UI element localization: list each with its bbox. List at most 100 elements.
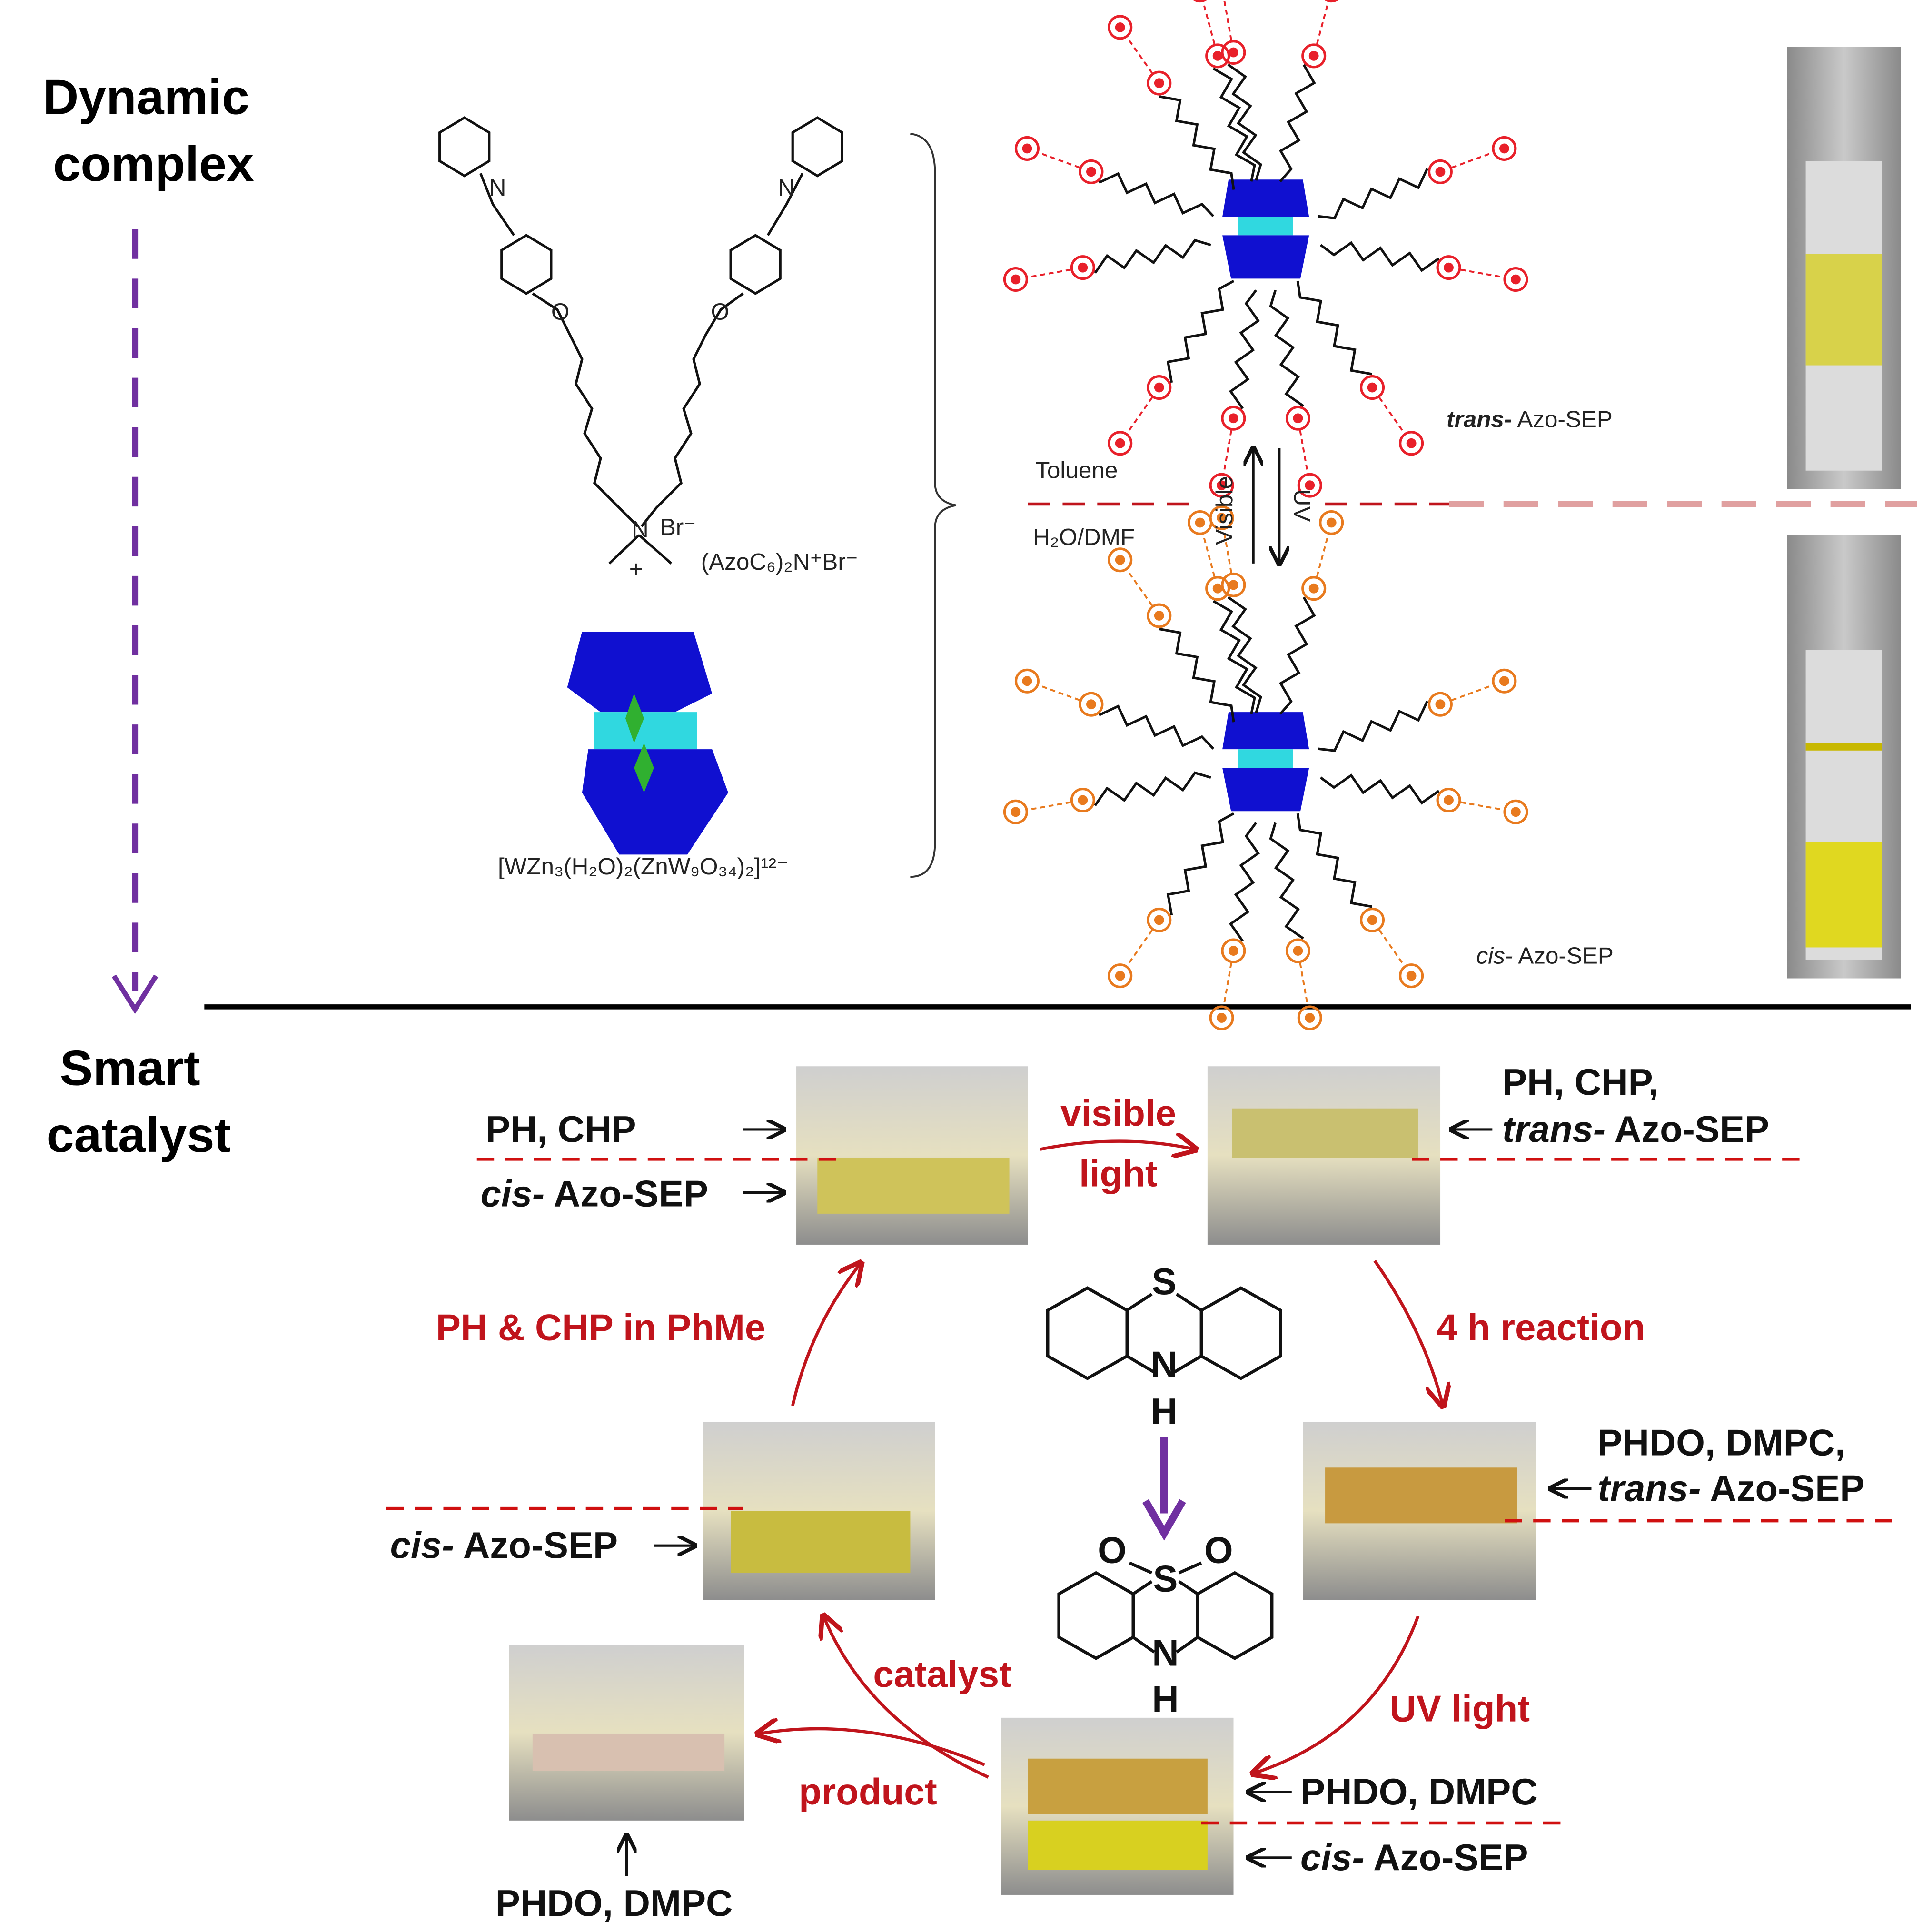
toluene-label: Toluene: [1035, 457, 1118, 483]
atom-o: O: [551, 298, 569, 325]
ring-center: [1022, 143, 1032, 154]
alkyl-chain: [1229, 822, 1260, 942]
alkyl-chain: [1098, 704, 1215, 750]
azo-bond: [1460, 268, 1504, 278]
azobenzene-ring-icon: [1285, 938, 1310, 963]
azo-bond: [1378, 930, 1405, 966]
alkyl-chain: [1318, 700, 1428, 752]
dynamic-complex-label: Dynamic complex: [43, 69, 254, 192]
cis-azo-sep-label: cis- Azo-SEP: [390, 1524, 618, 1566]
azo-bond: [1126, 569, 1153, 606]
azo-bond: [1028, 801, 1071, 811]
atom-n: N: [778, 175, 795, 201]
rest-part: Azo-SEP: [545, 1172, 708, 1214]
pom-core: [1222, 179, 1309, 279]
surfactant-arm: [1209, 289, 1260, 498]
surfactant-arm: [1014, 136, 1215, 218]
atom-o: O: [1098, 1529, 1127, 1571]
trans-azo-sep-label: trans- Azo-SEP: [1597, 1467, 1864, 1509]
italic-part: trans-: [1597, 1467, 1701, 1509]
azobenzene-ring-icon: [1301, 43, 1327, 69]
azobenzene-ring-icon: [1147, 375, 1172, 400]
azobenzene-ring-icon: [1427, 159, 1453, 184]
ring-center: [1444, 262, 1454, 273]
h2o-dmf-label: H₂O/DMF: [1033, 524, 1135, 550]
ring-center: [1078, 795, 1088, 805]
ring-center: [1078, 262, 1088, 273]
azobenzene-ring-icon: [1205, 43, 1230, 69]
ring-center: [1367, 915, 1377, 925]
cuvette-photo-cis: [1787, 535, 1901, 979]
azobenzene-ring-icon: [1070, 787, 1095, 812]
italic-part: cis-: [1476, 942, 1513, 969]
ring-center: [1305, 480, 1315, 491]
cis-micelle: [1003, 505, 1528, 1030]
ring-center: [1228, 413, 1238, 424]
azobenzene-ring-icon: [1221, 406, 1246, 431]
surfactant-arm: [1108, 547, 1235, 723]
azo-bond: [1378, 397, 1405, 434]
azobenzene-ring-icon: [1297, 473, 1322, 498]
ring-center: [1308, 50, 1319, 61]
rest-part: Azo-SEP: [1701, 1467, 1864, 1509]
azobenzene-ring-icon: [1079, 159, 1104, 184]
bromide-label: Br⁻: [660, 514, 696, 540]
ring-center: [1511, 274, 1521, 285]
ring-center: [1511, 807, 1521, 817]
ring-center: [1435, 699, 1446, 710]
azobenzene-ring-icon: [1070, 255, 1095, 280]
alkyl-chain: [1319, 773, 1440, 805]
ring-center: [1293, 413, 1303, 424]
alkyl-chain: [1318, 168, 1428, 220]
azobenzene-ring-icon: [1108, 547, 1133, 573]
atom-o: O: [1204, 1529, 1233, 1571]
atom-n: N: [1151, 1343, 1178, 1385]
ph-chp-label: PH, CHP: [485, 1108, 636, 1150]
cycle-arrow: [1373, 1259, 1443, 1406]
rest-part: Azo-SEP: [454, 1524, 618, 1566]
ring-center: [1228, 47, 1238, 58]
uv-light-arrow: [1253, 1615, 1420, 1773]
azo-bond: [1223, 962, 1232, 1006]
vial-photo-5: [509, 1645, 744, 1821]
ring-center: [1154, 915, 1164, 925]
ring-center: [1217, 1013, 1227, 1023]
azobenzene-ring-icon: [1147, 907, 1172, 932]
ring-center: [1115, 555, 1125, 565]
surfactant-arm: [1108, 279, 1235, 456]
uv-light-label: UV light: [1389, 1688, 1530, 1730]
surfactant-arm: [1269, 822, 1322, 1030]
reaction-label: 4 h reaction: [1437, 1306, 1645, 1348]
pom-top: [1222, 712, 1309, 750]
plus-charge: +: [629, 556, 643, 582]
rest-part: Azo-SEP: [1605, 1108, 1769, 1150]
ring-center: [1115, 22, 1125, 32]
pom-bottom: [1222, 235, 1309, 279]
atom-h: H: [1152, 1678, 1179, 1720]
azobenzene-ring-icon: [1003, 267, 1028, 292]
label-line: complex: [53, 137, 254, 192]
atom-s: S: [1152, 1260, 1177, 1302]
pom-structure: [567, 631, 728, 855]
surfactant-arm: [1319, 773, 1528, 824]
alkyl-chain: [1098, 172, 1215, 218]
italic-part: trans-: [1502, 1108, 1605, 1150]
atom-s: S: [1153, 1557, 1178, 1599]
phenothiazine-dioxide-structure: [1057, 1561, 1274, 1660]
atom-n-center: N: [632, 516, 649, 543]
alkyl-chain: [1269, 289, 1304, 407]
rest-part: Azo-SEP: [1365, 1836, 1528, 1878]
alkyl-chain: [1094, 238, 1211, 274]
surfactant-arm: [1278, 510, 1344, 715]
ring-center: [1154, 78, 1164, 89]
azobenzene-ring-icon: [1108, 431, 1133, 456]
surfactant-structure: [438, 116, 843, 565]
azo-bond: [1223, 430, 1232, 474]
azo-bond: [1451, 151, 1493, 168]
ring-center: [1444, 795, 1454, 805]
alkyl-chain: [1229, 289, 1260, 409]
azo-bond: [1028, 268, 1071, 278]
azobenzene-ring-icon: [1221, 572, 1246, 597]
alkyl-chain: [1212, 67, 1256, 182]
ring-center: [1217, 513, 1227, 523]
